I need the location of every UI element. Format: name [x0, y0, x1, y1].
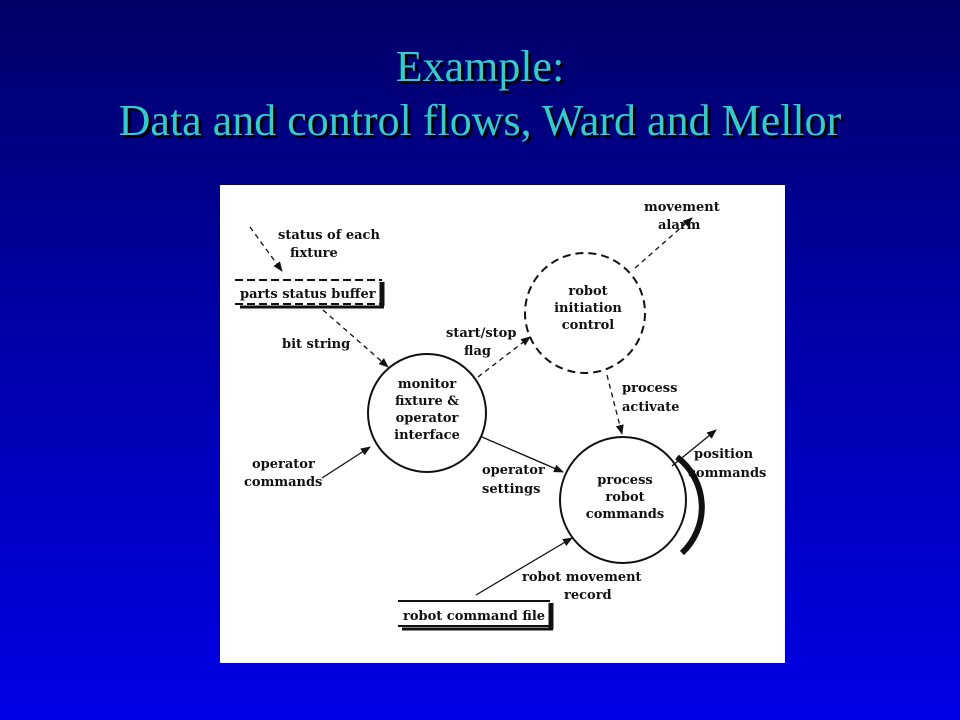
flow-label-line: operator — [482, 463, 545, 478]
process-label-line: robot — [568, 284, 607, 299]
flow-arrow — [475, 537, 573, 596]
flow-label-line: record — [564, 588, 612, 603]
process-circle — [559, 436, 687, 564]
store-label: parts status buffer — [240, 287, 376, 302]
flow-label-line: process — [622, 381, 677, 396]
flow-label-line: commands — [244, 475, 322, 490]
flow-bit-string: bit string — [282, 309, 389, 368]
process-shadow — [675, 454, 705, 556]
flow-arrow — [322, 309, 389, 368]
flow-label-line: robot movement — [522, 570, 642, 585]
diagram-figure: monitor fixture & operator interface rob… — [220, 185, 785, 663]
process-label-line: commands — [586, 507, 664, 522]
flow-arrow — [321, 446, 371, 479]
process-circle — [367, 353, 487, 473]
slide-title-line-1: Example: — [395, 42, 565, 91]
process-label-line: process — [597, 473, 652, 488]
process-label-line: operator — [396, 411, 459, 426]
store-label: robot command file — [403, 609, 545, 624]
slide-title-line-2: Data and control flows, Ward and Mellor — [118, 96, 842, 145]
process-label-line: interface — [394, 428, 460, 443]
flow-arrow — [606, 374, 624, 435]
flow-arrow — [249, 226, 283, 272]
process-robot-initiation-control: robot initiation control — [524, 252, 646, 374]
process-monitor-fixture: monitor fixture & operator interface — [367, 353, 487, 473]
data-control-flow-diagram: monitor fixture & operator interface rob… — [235, 200, 766, 631]
process-circle — [524, 252, 646, 374]
flow-operator-settings: operator settings — [481, 436, 564, 497]
flow-robot-movement-record: robot movement record — [475, 537, 642, 603]
flow-label-line: activate — [622, 400, 680, 415]
store-parts-status-buffer: parts status buffer — [235, 279, 385, 309]
process-label-line: initiation — [554, 301, 622, 316]
process-process-robot-commands: process robot commands — [559, 436, 705, 564]
store-robot-command-file: robot command file — [398, 600, 554, 631]
flow-arrow — [634, 217, 693, 269]
process-label-line: control — [562, 318, 615, 333]
flow-label-line: commands — [688, 466, 766, 481]
process-label-line: fixture & — [395, 394, 459, 409]
process-label-line: robot — [605, 490, 644, 505]
flow-process-activate: process activate — [606, 374, 680, 435]
flow-arrow — [481, 436, 564, 473]
flow-operator-commands: operator commands — [244, 446, 371, 490]
flow-label-line: movement — [644, 200, 720, 215]
flow-label: bit string — [282, 337, 350, 352]
flow-label-line: status of each — [278, 228, 380, 243]
flow-label-line: flag — [464, 344, 491, 359]
process-label-line: monitor — [398, 377, 456, 392]
flow-label-line: operator — [252, 457, 315, 472]
flow-movement-alarm: movement alarm — [634, 200, 720, 269]
flow-label-line: fixture — [290, 246, 338, 261]
flow-label-line: position — [694, 447, 754, 462]
flow-arrow — [671, 429, 717, 467]
flow-label-line: alarm — [658, 218, 701, 233]
flow-label-line: settings — [482, 482, 540, 497]
flow-status-of-each-fixture: status of each fixture — [249, 226, 380, 272]
flow-start-stop-flag: start/stop flag — [446, 326, 531, 378]
slide-title: Example: Data and control flows, Ward an… — [0, 40, 960, 148]
flow-position-commands: position commands — [671, 429, 766, 481]
flow-label-line: start/stop — [446, 326, 516, 341]
flow-arrow — [477, 336, 531, 378]
